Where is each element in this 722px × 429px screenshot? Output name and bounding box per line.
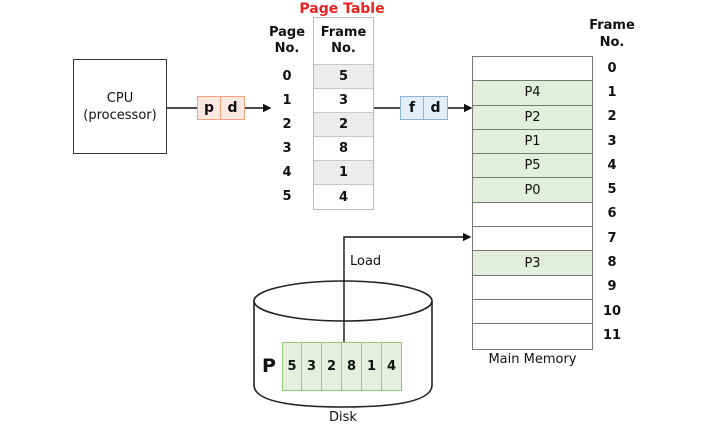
physical-address: f d (400, 96, 448, 120)
memory-frame (473, 203, 592, 228)
frame-number: 9 (607, 279, 617, 295)
page-table-row: 4 (338, 189, 349, 205)
frame-number: 0 (607, 60, 617, 76)
frame-number: 3 (607, 133, 617, 149)
main-memory-label: Main Memory (488, 352, 577, 367)
memory-frame-header-line2: No. (599, 35, 625, 50)
cpu-box: CPU (processor) (73, 59, 167, 154)
frame-number: 10 (602, 303, 622, 319)
memory-frame: P2 (473, 105, 592, 130)
offset-field: d (221, 96, 245, 120)
frame-no-header: Frame No. (314, 18, 373, 65)
memory-frame: P0 (473, 178, 592, 203)
memory-frame (473, 57, 592, 82)
page-number: 2 (282, 116, 292, 132)
page-no-header-line1: Page (268, 25, 306, 40)
frame-no-header-line1: Frame (320, 25, 367, 40)
disk-label: Disk (329, 410, 357, 425)
frame-number: 7 (607, 230, 617, 246)
page-number: 3 (282, 140, 292, 156)
page-no-header-line2: No. (274, 41, 300, 56)
memory-frame (473, 276, 592, 300)
memory-frame-header-line1: Frame (589, 18, 635, 33)
page-table: Frame No. 5 3 2 8 1 4 (313, 17, 374, 210)
page-number: 0 (282, 68, 292, 84)
disk-page-cell: 3 (302, 342, 322, 391)
frame-number-field: f (400, 96, 424, 120)
memory-frame-numbers: 0 1 2 3 4 5 6 7 8 9 10 11 (600, 56, 624, 348)
load-label: Load (350, 254, 382, 269)
page-number-field: p (197, 96, 221, 120)
cpu-label: CPU (106, 90, 134, 106)
memory-frame: P5 (473, 154, 592, 179)
memory-frame: P4 (473, 81, 592, 106)
disk-process-label: P (262, 355, 276, 377)
logical-address: p d (197, 96, 245, 120)
frame-number: 6 (607, 206, 617, 222)
frame-number: 1 (607, 84, 617, 100)
offset-field: d (424, 96, 448, 120)
page-table-row: 1 (314, 161, 373, 185)
disk-page-cell: 5 (282, 342, 302, 391)
frame-number: 11 (602, 327, 622, 343)
frame-number: 4 (607, 157, 617, 173)
memory-frame: P3 (473, 251, 592, 276)
disk-page-cell: 2 (322, 342, 342, 391)
disk-page-cell: 4 (382, 342, 402, 391)
frame-number: 8 (607, 255, 617, 271)
page-number: 4 (282, 164, 292, 180)
main-memory: P4 P2 P1 P5 P0 P3 (472, 56, 593, 350)
page-number: 5 (282, 188, 292, 204)
cpu-sublabel: (processor) (83, 107, 157, 123)
frame-number: 5 (607, 182, 617, 198)
disk-pages: 5 3 2 8 1 4 (282, 342, 402, 391)
frame-number: 2 (607, 109, 617, 125)
page-number-column: 0 1 2 3 4 5 (270, 64, 304, 208)
disk-page-cell: 1 (362, 342, 382, 391)
memory-frame-no-header: Frame No. (584, 17, 640, 51)
memory-frame (473, 300, 592, 325)
page-no-header: Page No. (266, 25, 308, 57)
load-arrow (343, 232, 472, 350)
page-number: 1 (282, 92, 292, 108)
memory-frame: P1 (473, 129, 592, 155)
page-table-row: 8 (314, 137, 373, 161)
page-table-title: Page Table (299, 1, 385, 17)
memory-frame (473, 324, 592, 348)
memory-frame (473, 227, 592, 252)
page-table-row: 2 (314, 113, 373, 137)
disk-page-cell: 8 (342, 342, 362, 391)
page-table-row: 5 (314, 65, 373, 89)
page-table-row: 3 (314, 89, 373, 113)
frame-no-header-line2: No. (331, 41, 356, 56)
